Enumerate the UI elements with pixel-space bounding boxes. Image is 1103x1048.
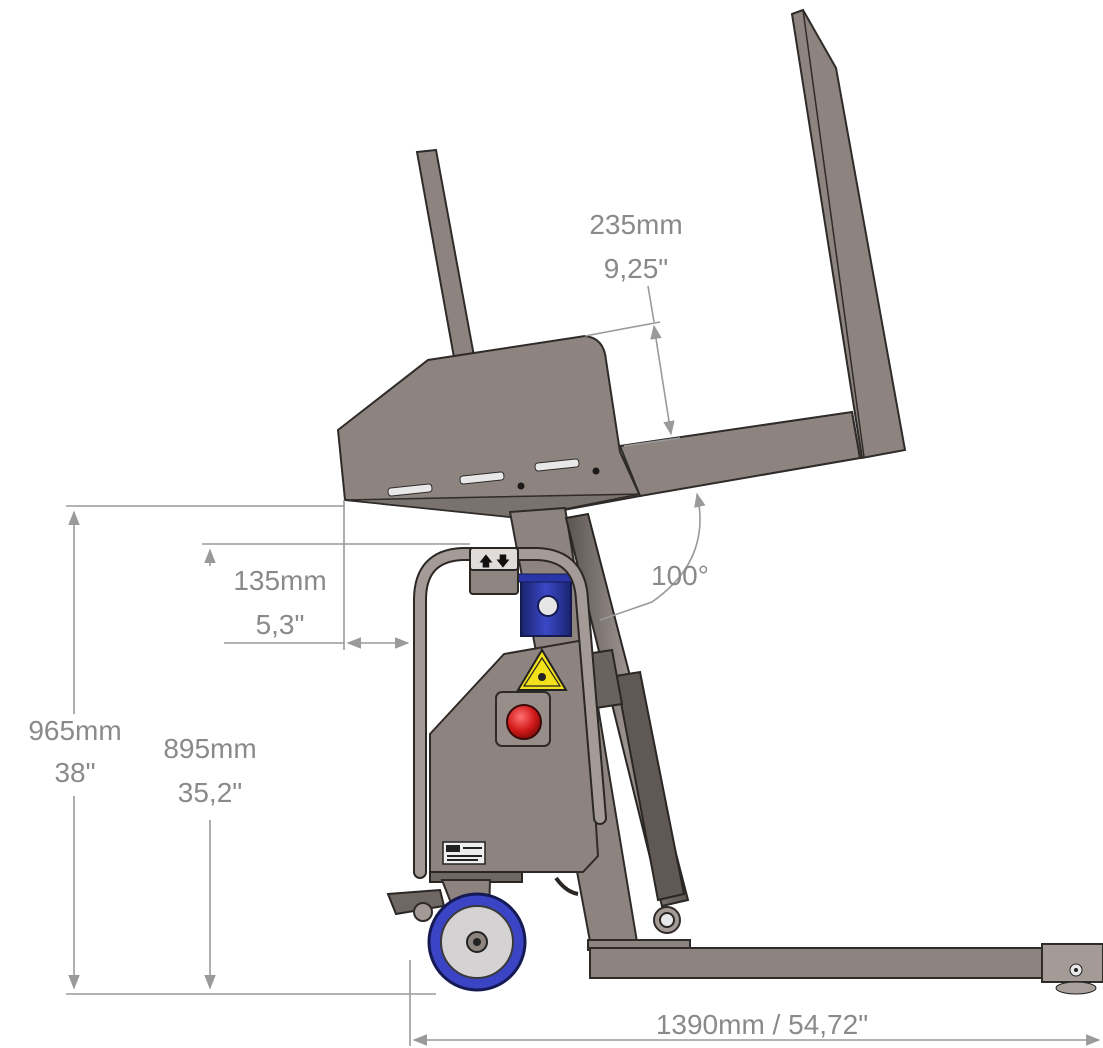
dim-895-mm: 895mm xyxy=(163,733,256,764)
up-down-switch[interactable]: 🡅 🡇 xyxy=(469,547,519,595)
down-arrow-icon: 🡇 xyxy=(496,554,510,570)
hopper-housing xyxy=(336,334,642,520)
base-rail xyxy=(589,947,1061,979)
dim-length: 1390mm / 54,72" xyxy=(656,1009,868,1040)
dim-135-mm: 135mm xyxy=(233,565,326,596)
motor xyxy=(514,573,578,637)
dimension-annotations: 235mm 9,25" 100° 965mm 38" 895mm 35,2" 1… xyxy=(28,209,1101,1046)
fork-arm xyxy=(618,410,862,498)
warning-icon xyxy=(516,648,568,691)
control-cabinet xyxy=(429,638,600,873)
emergency-stop-button[interactable] xyxy=(506,704,542,740)
dim-965-mm: 965mm xyxy=(28,715,121,746)
dim-235-in: 9,25" xyxy=(604,253,668,284)
dim-235-mm: 235mm xyxy=(589,209,682,240)
dim-angle: 100° xyxy=(651,560,709,591)
dim-965-in: 38" xyxy=(54,757,95,788)
dim-135-in: 5,3" xyxy=(256,609,305,640)
up-arrow-icon: 🡅 xyxy=(479,554,493,570)
caster-wheel xyxy=(386,871,527,992)
machine: 🡅 🡇 xyxy=(336,8,1103,995)
backrest-bar xyxy=(790,8,907,460)
dim-895-in: 35,2" xyxy=(178,777,242,808)
